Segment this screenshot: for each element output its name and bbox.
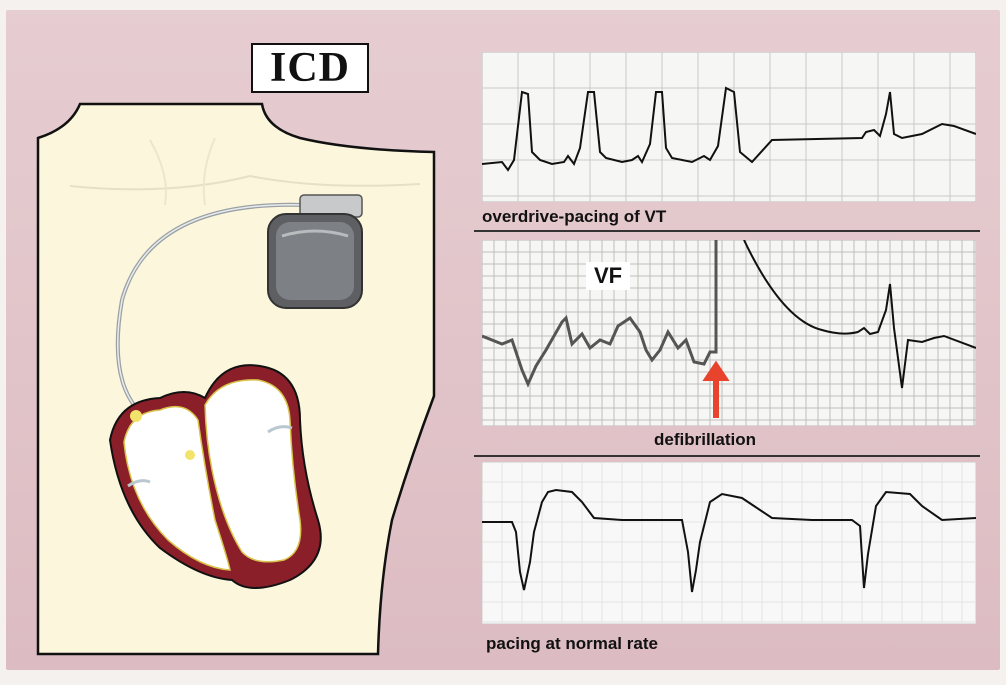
- title-box: ICD: [251, 43, 369, 93]
- ecg-strip-vf: [482, 240, 976, 426]
- caption-defibrillation: defibrillation: [654, 430, 756, 450]
- vf-label: VF: [586, 262, 630, 290]
- divider-1: [474, 230, 980, 232]
- ecg-strip-overdrive: [482, 52, 976, 202]
- caption-normal: pacing at normal rate: [486, 634, 658, 654]
- caption-overdrive: overdrive-pacing of VT: [482, 207, 666, 227]
- ecg-strip-normal: [482, 462, 976, 624]
- divider-2: [474, 455, 980, 457]
